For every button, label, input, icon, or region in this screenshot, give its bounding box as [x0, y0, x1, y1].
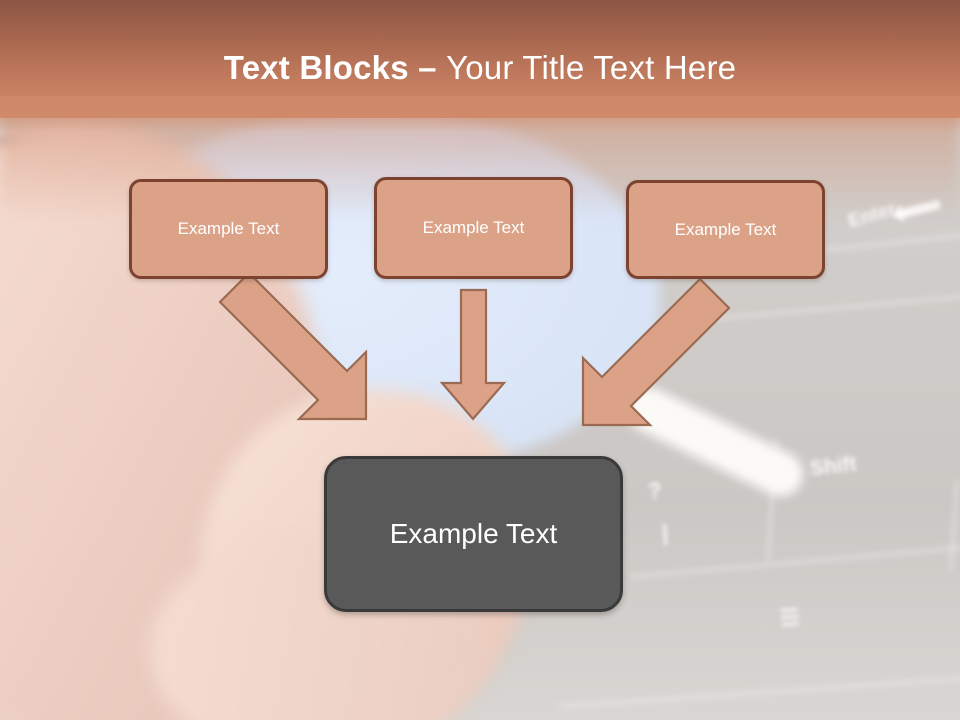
question-key-label: ? — [647, 477, 663, 504]
page-title-dash: – — [418, 49, 447, 86]
result-text-block-label: Example Text — [389, 518, 558, 549]
page-title: Text Blocks – Your Title Text Here — [0, 48, 960, 88]
text-block-2-label: Example Text — [422, 218, 525, 237]
result-text-block[interactable]: Example Text — [324, 456, 623, 612]
menu-key-icon: ☰ — [778, 604, 801, 631]
text-block-3-label: Example Text — [674, 219, 777, 239]
text-block-2[interactable]: Example Text — [374, 177, 573, 279]
page-title-regular: Your Title Text Here — [446, 49, 737, 86]
text-block-1-label: Example Text — [177, 219, 280, 238]
text-block-3[interactable]: Example Text — [626, 180, 825, 279]
shift-key-label: Shift — [808, 452, 858, 481]
page-title-bold: Text Blocks — [223, 49, 419, 86]
text-block-1[interactable]: Example Text — [129, 179, 328, 279]
title-band-fade — [0, 96, 960, 132]
